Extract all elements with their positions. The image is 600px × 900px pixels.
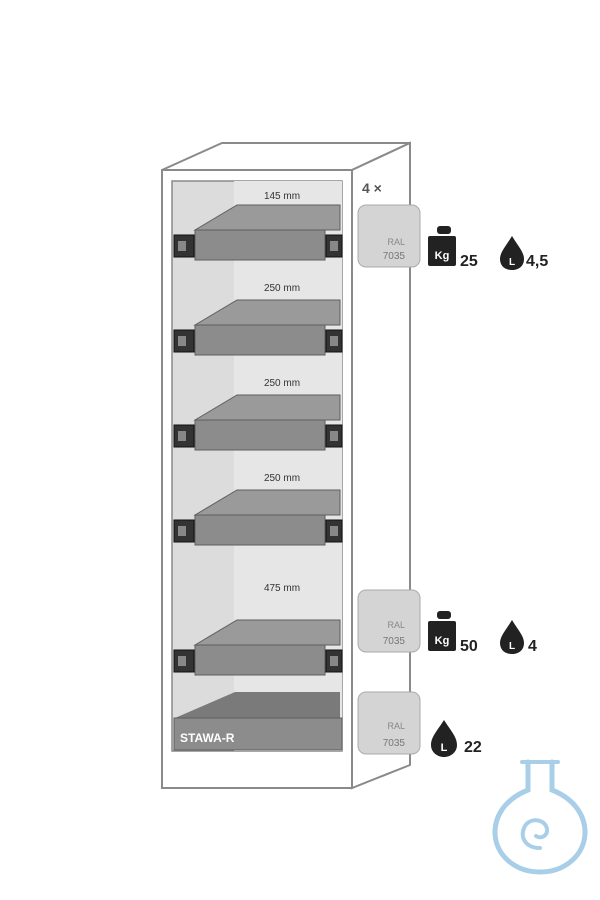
bottom-sump: STAWA-R [173,692,343,751]
liquid-drop-L-icon: L [431,720,457,757]
load-row-3: L 22 [431,720,482,757]
sump-back [175,692,340,718]
tray-handle-right [330,526,338,536]
gap-label: 250 mm [264,378,300,389]
gap-label: 250 mm [264,283,300,294]
sump-label: STAWA-R [180,731,235,745]
weight-value: 50 [460,638,478,655]
swatch-ral: RAL [387,721,405,731]
tray-handle-right [330,336,338,346]
color-swatch [357,204,421,268]
volume-value: 4,5 [526,253,548,270]
liquid-drop-L-icon: L [500,620,524,654]
tray-group [173,204,343,676]
color-swatch [357,589,421,653]
multiplier-label: 4 × [362,180,382,196]
tray-handle-right [330,656,338,666]
tray-front [194,644,326,676]
volume-value: 4 [528,638,537,655]
swatch-ral: RAL [387,237,405,247]
svg-text:Kg: Kg [435,635,450,647]
tray-handle-left [178,241,186,251]
flask-logo-icon [492,759,588,875]
svg-text:L: L [509,641,515,652]
gap-label: 250 mm [264,473,300,484]
tray-handle-right [330,431,338,441]
volume-value: 22 [464,739,482,756]
svg-text:L: L [509,257,515,268]
weight-kg-icon: Kg [428,226,456,266]
tray-front [194,229,326,261]
svg-text:L: L [441,742,448,754]
weight-value: 25 [460,253,478,270]
gap-label: 145 mm [264,191,300,202]
swatch-3: RAL 7035 [357,691,421,755]
swatch-2: RAL 7035 [357,589,421,653]
tray-handle-left [178,431,186,441]
swatch-code: 7035 [383,251,406,262]
load-row-1: Kg 25 L 4,5 [428,226,548,270]
tray-handle-left [178,336,186,346]
swatch-code: 7035 [383,636,406,647]
swatch-code: 7035 [383,738,406,749]
color-swatch [357,691,421,755]
tray-handle-right [330,241,338,251]
tray-handle-left [178,656,186,666]
swatch-1: RAL 7035 [357,204,421,268]
tray-front [194,324,326,356]
weight-kg-icon: Kg [428,611,456,651]
sump-front [173,717,343,751]
gap-label: 475 mm [264,583,300,594]
tray-handle-left [178,526,186,536]
gap-labels: 145 mm 250 mm 250 mm 250 mm 475 mm [264,191,300,594]
svg-text:Kg: Kg [435,250,450,262]
tray-front [194,419,326,451]
load-row-2: Kg 50 L 4 [428,611,537,655]
tray-front [194,514,326,546]
swatch-ral: RAL [387,620,405,630]
liquid-drop-L-icon: L [500,236,524,270]
